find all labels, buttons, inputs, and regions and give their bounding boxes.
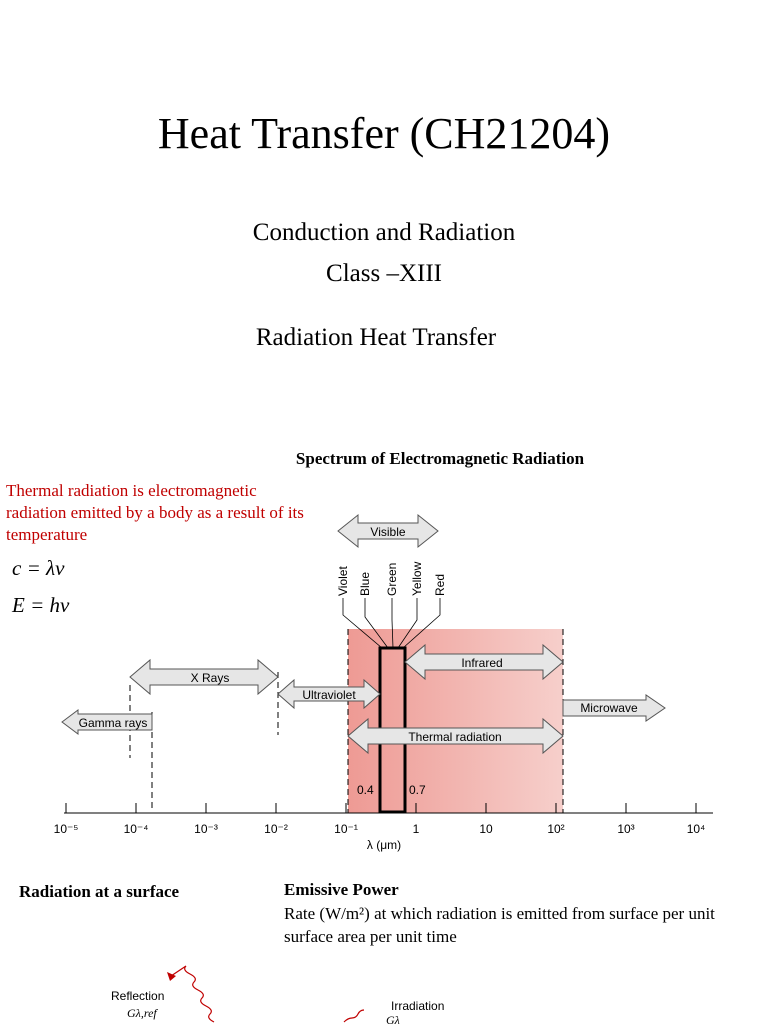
reflection-label: Reflection [111, 989, 164, 1003]
thermal-radiation-arrow [347, 717, 564, 755]
equation-photon-energy: E = hν [12, 593, 70, 617]
infrared-label: Infrared [461, 656, 502, 670]
axis-tick-label: 10² [547, 822, 564, 836]
thermal-radiation-note: Thermal radiation is electromagnetic rad… [6, 481, 304, 544]
ultraviolet-arrow [277, 678, 381, 710]
subtitle-class: Class –XIII [326, 260, 442, 287]
axis-tick-label: 10⁻³ [194, 822, 218, 836]
visible-arrow [337, 513, 439, 549]
subtitle-section: Radiation Heat Transfer [255, 324, 497, 351]
color-label-red: Red [433, 574, 447, 596]
reflection-symbol: Gλ,ref [127, 1006, 158, 1020]
leader-red [402, 598, 441, 649]
color-label-violet: Violet [336, 566, 350, 596]
xrays-arrow [129, 658, 279, 696]
axis-tick-label: 10⁻⁴ [124, 822, 149, 836]
irradiation-wave-icon [343, 1009, 365, 1023]
emissive-power-text: Rate (W/m²) at which radiation is emitte… [284, 904, 715, 946]
leader-yellow [397, 598, 418, 649]
thermal-radiation-label: Thermal radiation [408, 730, 501, 744]
visible-start-label: 0.4 [357, 783, 374, 797]
page-title: Heat Transfer (CH21204) [157, 109, 611, 158]
ultraviolet-label: Ultraviolet [302, 688, 356, 702]
axis-tick-label: 1 [413, 822, 420, 836]
visible-label: Visible [370, 525, 405, 539]
color-label-yellow: Yellow [410, 561, 424, 596]
axis-tick-label: 10 [479, 822, 493, 836]
equation-speed-of-light: c = λν [12, 556, 65, 580]
axis-ticks [65, 803, 697, 813]
emissive-power-heading: Emissive Power [284, 880, 399, 899]
axis-tick-label: 10³ [617, 822, 634, 836]
axis-label: λ (μm) [367, 838, 401, 852]
xrays-label: X Rays [191, 671, 230, 685]
gamma-rays-label: Gamma rays [79, 716, 148, 730]
color-label-green: Green [385, 563, 399, 596]
gamma-rays-arrow [61, 709, 153, 735]
reflection-wave-icon [170, 965, 215, 1023]
leader-blue [364, 598, 389, 649]
infrared-arrow [404, 643, 564, 681]
axis-tick-label: 10⁴ [687, 822, 706, 836]
leader-green [391, 598, 394, 649]
axis-tick-labels: 10⁻⁵ 10⁻⁴ 10⁻³ 10⁻² 10⁻¹ 1 10 10² 10³ 10⁴ [54, 822, 706, 836]
visible-end-label: 0.7 [409, 783, 426, 797]
irradiation-symbol: Gλ [386, 1013, 400, 1024]
leader-violet [342, 598, 383, 649]
color-label-blue: Blue [358, 572, 372, 596]
radiation-surface-heading: Radiation at a surface [19, 882, 180, 901]
reflection-arrowhead-icon [167, 972, 176, 981]
axis-tick-label: 10⁻² [264, 822, 288, 836]
axis-tick-label: 10⁻⁵ [54, 822, 79, 836]
spectrum-title: Spectrum of Electromagnetic Radiation [295, 449, 585, 468]
irradiation-label: Irradiation [391, 999, 444, 1013]
axis-tick-label: 10⁻¹ [334, 822, 358, 836]
microwave-arrow [562, 694, 666, 722]
microwave-label: Microwave [580, 701, 638, 715]
subtitle-topic: Conduction and Radiation [252, 219, 516, 246]
